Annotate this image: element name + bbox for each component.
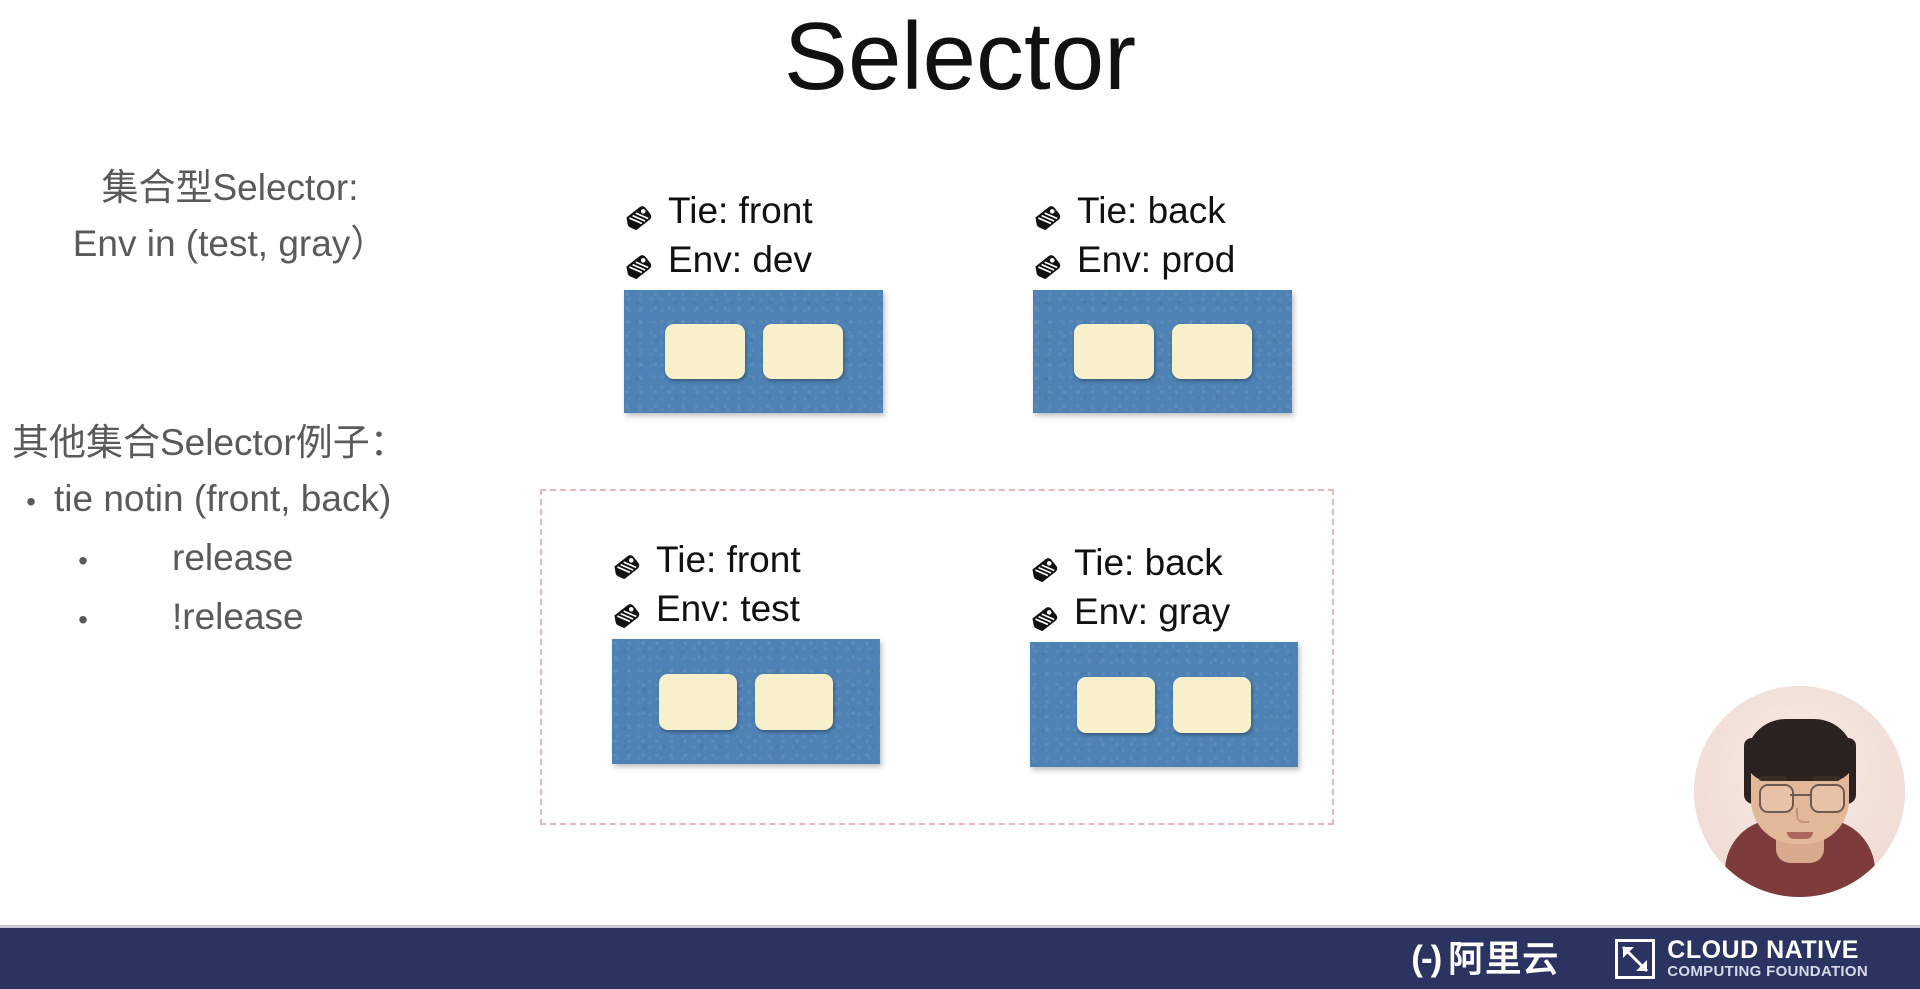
pod-box — [624, 290, 883, 413]
container-box — [762, 324, 843, 379]
pod-label-text: Tie: front — [668, 190, 813, 231]
pod-label-text: Env: test — [656, 588, 800, 629]
pod-label: Tie: back — [1030, 538, 1298, 587]
bullet-marker-icon: • — [78, 604, 88, 635]
pod-label-text: Env: gray — [1074, 591, 1231, 632]
alibaba-cloud-text: 阿里云 — [1448, 937, 1560, 979]
pod-label: Tie: front — [624, 186, 883, 235]
bullet-marker-icon: • — [78, 545, 88, 576]
webcam-eyebrow-left — [1758, 776, 1787, 781]
pod-box — [1030, 642, 1298, 767]
other-selector-examples: 其他集合Selector例子： • tie notin (front, back… — [8, 415, 538, 648]
pod-box — [612, 639, 880, 764]
glasses-icon — [1809, 784, 1845, 813]
tag-icon — [612, 544, 646, 579]
tag-icon — [624, 244, 658, 279]
bullet-marker-icon: • — [26, 486, 36, 517]
container-box — [1173, 676, 1251, 733]
cncf-mark-icon — [1615, 938, 1656, 979]
tag-icon — [1033, 195, 1067, 230]
selection-dashed-box — [540, 489, 1334, 825]
cncf-line-1: CLOUD NATIVE — [1667, 935, 1859, 964]
pod-back-prod: Tie: back Env: prod — [1033, 186, 1292, 413]
cncf-wordmark: CLOUD NATIVE COMPUTING FOUNDATION — [1667, 935, 1868, 980]
other-examples-heading: 其他集合Selector例子： — [12, 422, 407, 463]
container-box — [755, 673, 833, 730]
pod-label-text: Tie: back — [1074, 542, 1223, 583]
bullet-text: !release — [172, 596, 304, 637]
set-selector-description: 集合型Selector: Env in (test, gray） — [10, 160, 450, 272]
pod-label: Env: test — [612, 584, 880, 633]
presenter-webcam[interactable] — [1694, 686, 1905, 897]
pod-label: Tie: front — [612, 535, 880, 584]
webcam-mouth — [1786, 832, 1813, 839]
pod-label-list: Tie: back Env: prod — [1033, 186, 1292, 284]
tag-icon — [1030, 547, 1064, 582]
alibaba-cloud-mark-icon: (-) — [1411, 938, 1442, 978]
pod-label: Env: dev — [624, 235, 883, 284]
container-box — [1077, 676, 1155, 733]
pod-label-text: Env: prod — [1077, 239, 1236, 280]
pod-label-list: Tie: back Env: gray — [1030, 538, 1298, 636]
cncf-logo: CLOUD NATIVE COMPUTING FOUNDATION — [1615, 935, 1868, 980]
tag-icon — [1033, 244, 1067, 279]
pod-front-dev: Tie: front Env: dev — [624, 186, 883, 413]
container-box — [1073, 324, 1154, 379]
bullet-text: tie notin (front, back) — [54, 478, 392, 519]
footer-bar: (-) 阿里云 CLOUD NATIVE COMPUTING FOUNDATIO… — [0, 925, 1920, 989]
cncf-line-2: COMPUTING FOUNDATION — [1667, 962, 1868, 980]
pod-label: Env: gray — [1030, 587, 1298, 636]
webcam-nose — [1795, 808, 1809, 823]
tag-icon — [1030, 596, 1064, 631]
container-box — [664, 324, 745, 379]
pod-label-text: Tie: front — [656, 539, 801, 580]
alibaba-cloud-logo: (-) 阿里云 — [1411, 937, 1560, 979]
set-selector-line-2: Env in (test, gray） — [72, 223, 388, 264]
pod-label-list: Tie: front Env: test — [612, 535, 880, 633]
bullet-text: release — [172, 537, 294, 578]
pod-back-gray: Tie: back Env: gray — [1030, 538, 1298, 767]
pod-label-list: Tie: front Env: dev — [624, 186, 883, 284]
tag-icon — [612, 593, 646, 628]
pod-label-text: Tie: back — [1077, 190, 1226, 231]
glasses-icon — [1758, 784, 1794, 813]
tag-icon — [624, 195, 658, 230]
container-box — [1171, 324, 1252, 379]
pod-label: Env: prod — [1033, 235, 1292, 284]
pod-label-text: Env: dev — [668, 239, 812, 280]
webcam-hair — [1745, 719, 1854, 781]
pod-box — [1033, 290, 1292, 413]
list-item: • tie notin (front, back) — [8, 471, 538, 530]
webcam-eyebrow-right — [1811, 776, 1840, 781]
pod-label: Tie: back — [1033, 186, 1292, 235]
list-item: • release — [8, 530, 538, 589]
list-item: • !release — [8, 589, 538, 648]
set-selector-line-1: 集合型Selector: — [101, 167, 359, 208]
pod-front-test: Tie: front Env: test — [612, 535, 880, 764]
container-box — [659, 673, 737, 730]
glasses-bridge — [1789, 794, 1810, 796]
page-title: Selector — [783, 3, 1137, 110]
